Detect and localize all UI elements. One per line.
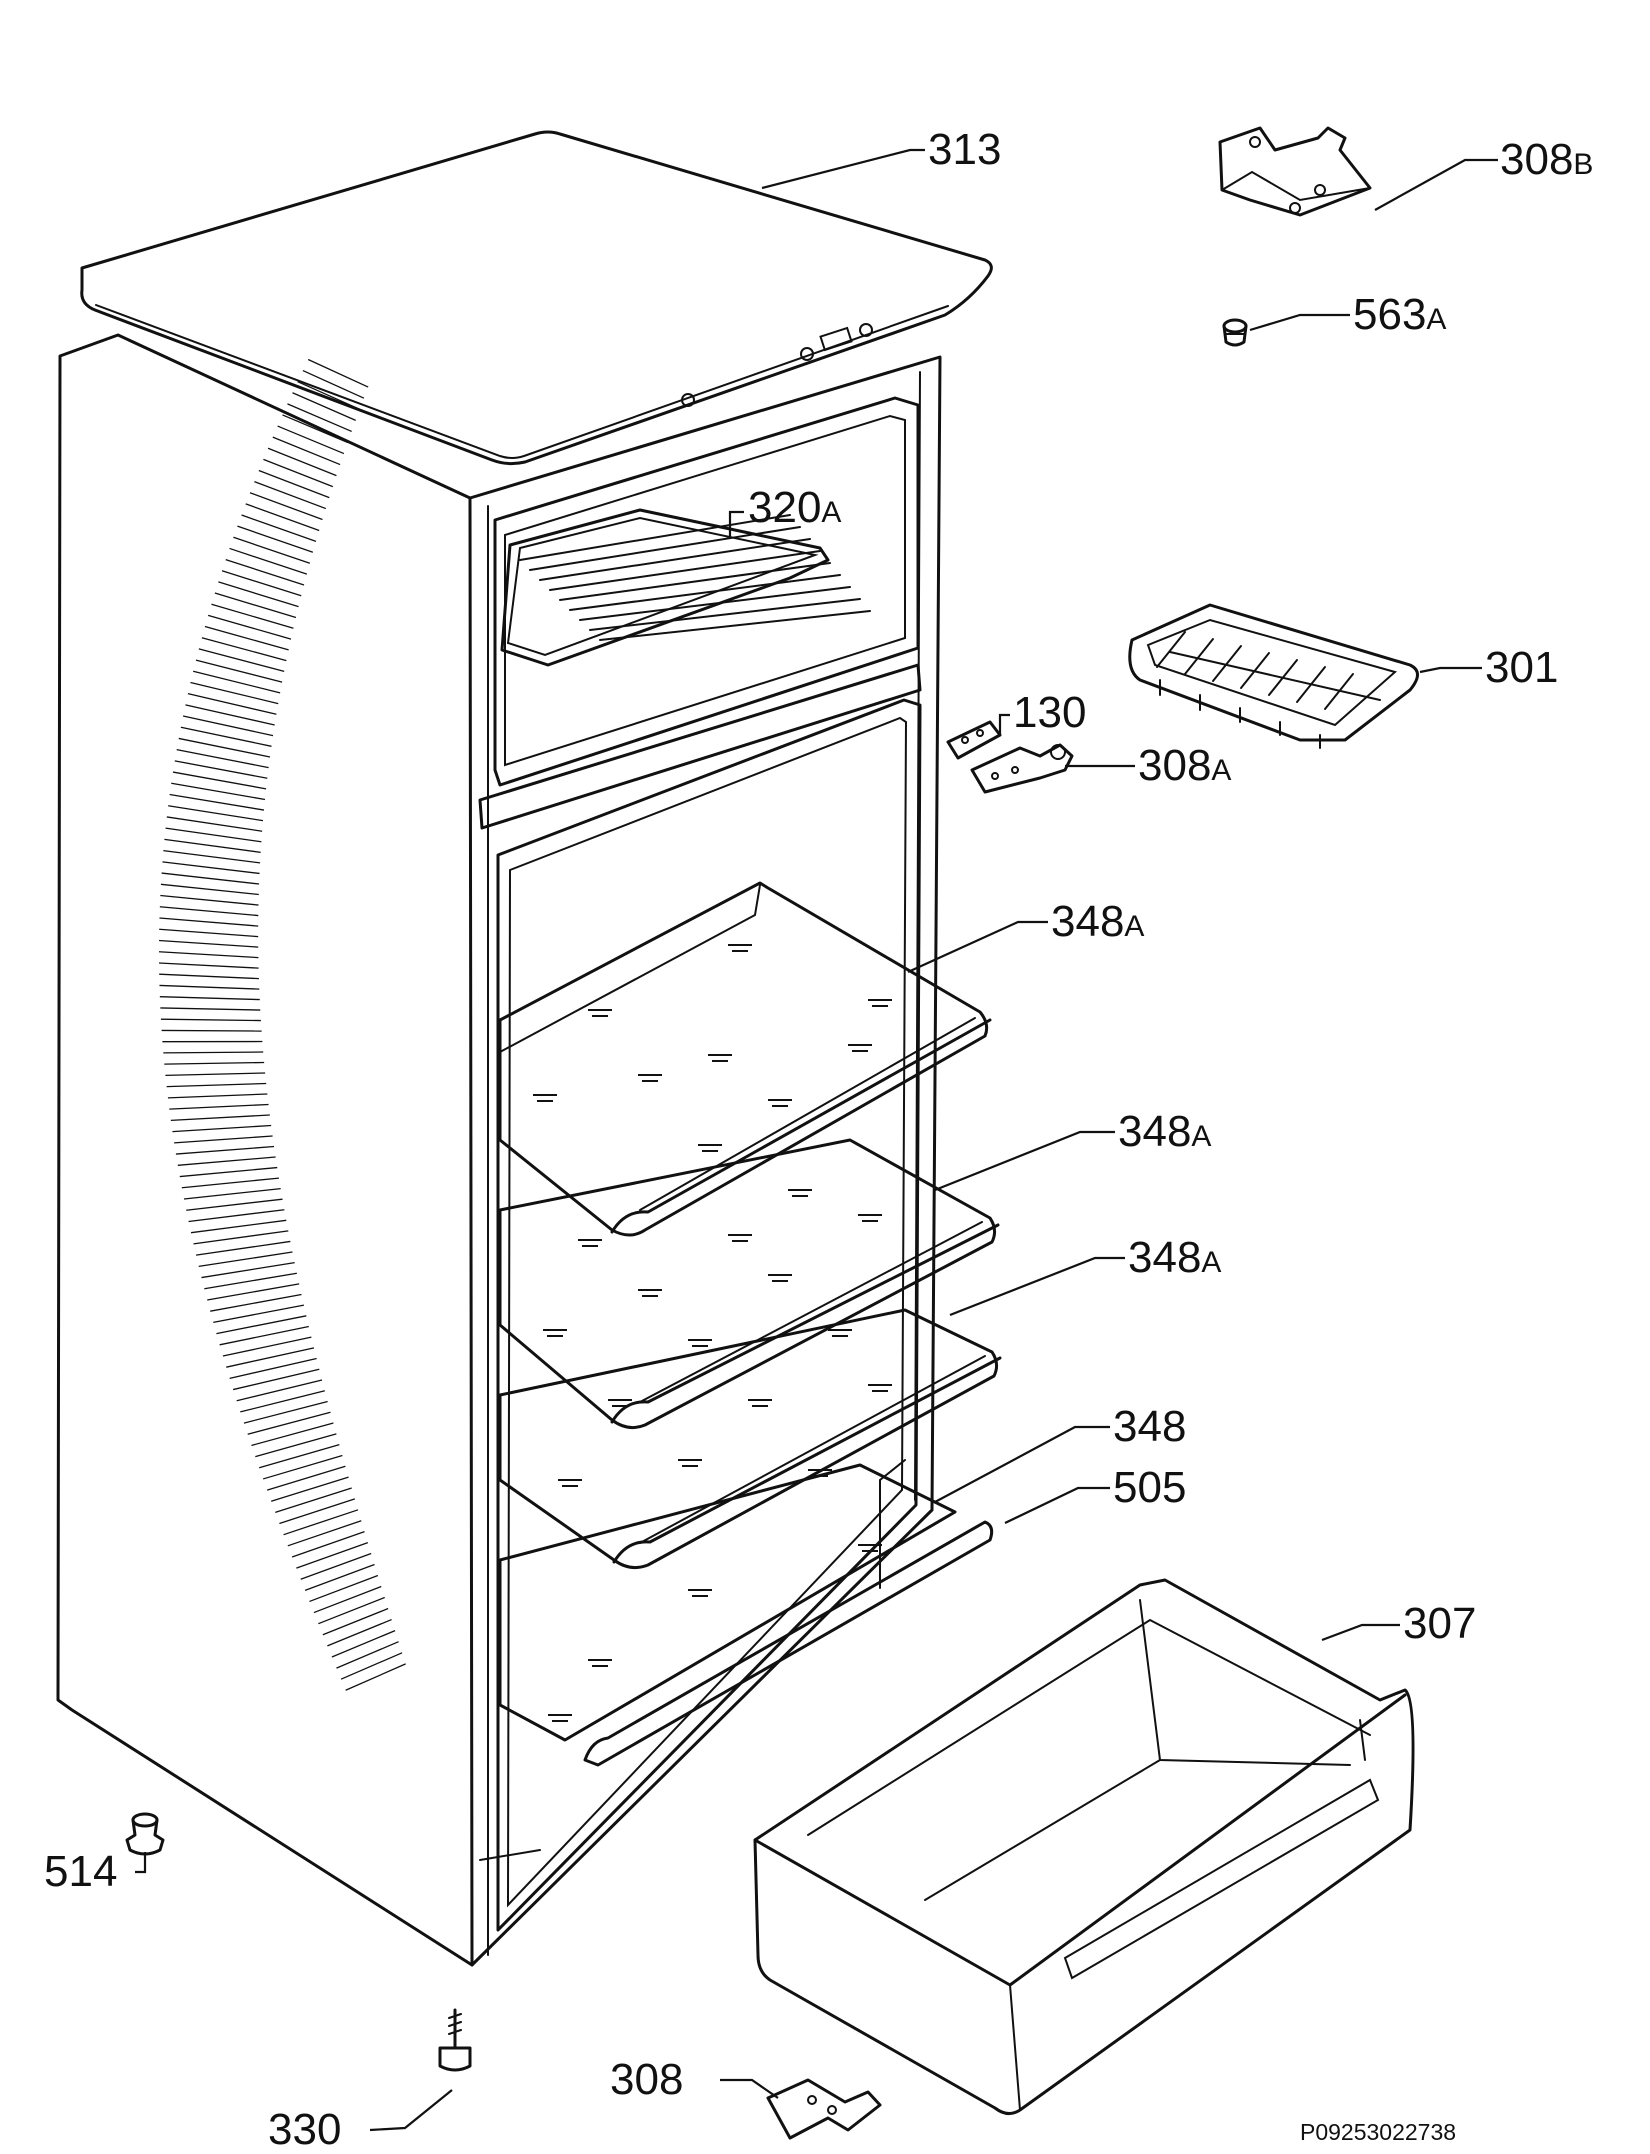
freezer-shelf[interactable] [500, 508, 871, 667]
label-307: 307 [1403, 1599, 1476, 1648]
glass-texture [533, 944, 892, 1722]
hinge-308a[interactable] [970, 743, 1074, 794]
label-308: 308 [610, 2055, 683, 2104]
label-348: 348 [1113, 1402, 1186, 1451]
label-130: 130 [1013, 688, 1086, 737]
adjustable-foot-514[interactable] [125, 1812, 165, 1856]
screw-330[interactable] [438, 2008, 472, 2072]
top-cover[interactable] [80, 130, 993, 466]
label-308a: 308A [1138, 741, 1231, 790]
ice-cube-tray[interactable] [1128, 603, 1419, 749]
glass-shelf-1[interactable] [498, 881, 992, 1237]
fridge-compartment [479, 698, 922, 1932]
label-320a: 320A [748, 483, 841, 532]
label-514: 514 [44, 1847, 117, 1896]
label-308b: 308B [1500, 135, 1593, 184]
label-348a-3: 348A [1128, 1233, 1221, 1282]
glass-shelf-2[interactable] [498, 1138, 1000, 1430]
side-shading [158, 358, 406, 1691]
glass-shelf-4[interactable] [498, 1463, 994, 1767]
drawing-code: P09253022738 [1300, 2119, 1456, 2145]
cabinet [56, 333, 942, 1967]
bracket-308[interactable] [766, 2078, 882, 2140]
label-348a-1: 348A [1051, 897, 1144, 946]
leader-lines [135, 148, 1498, 2132]
label-313: 313 [928, 125, 1001, 174]
label-301: 301 [1485, 643, 1558, 692]
bushing-563a[interactable] [1222, 318, 1248, 347]
shim-130[interactable] [946, 720, 1002, 760]
label-563a: 563A [1353, 290, 1446, 339]
freezer-compartment [478, 396, 922, 830]
label-348a-2: 348A [1118, 1107, 1211, 1156]
crisper-drawer[interactable] [753, 1578, 1415, 2115]
label-505: 505 [1113, 1463, 1186, 1512]
hinge-bracket-308b[interactable] [1218, 126, 1372, 217]
label-330: 330 [268, 2105, 341, 2154]
